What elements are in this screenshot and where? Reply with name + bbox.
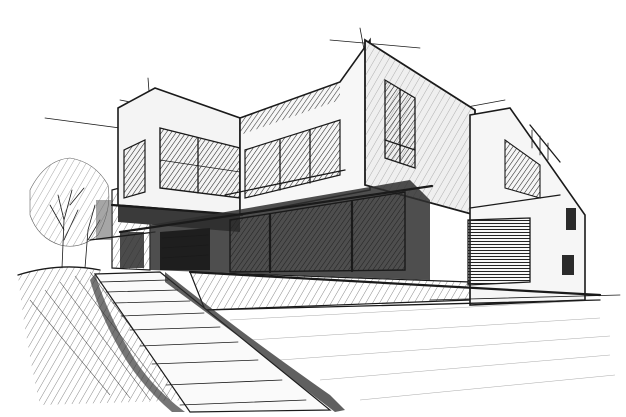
right-tower bbox=[364, 38, 476, 217]
ground-floor bbox=[118, 180, 434, 280]
stairs bbox=[90, 271, 345, 413]
hill-left bbox=[17, 266, 200, 405]
right-wing bbox=[467, 107, 586, 306]
top-volume bbox=[224, 37, 371, 216]
retaining-wall bbox=[188, 270, 602, 311]
lawn-right bbox=[229, 294, 621, 401]
upper-left-volume bbox=[110, 87, 244, 232]
